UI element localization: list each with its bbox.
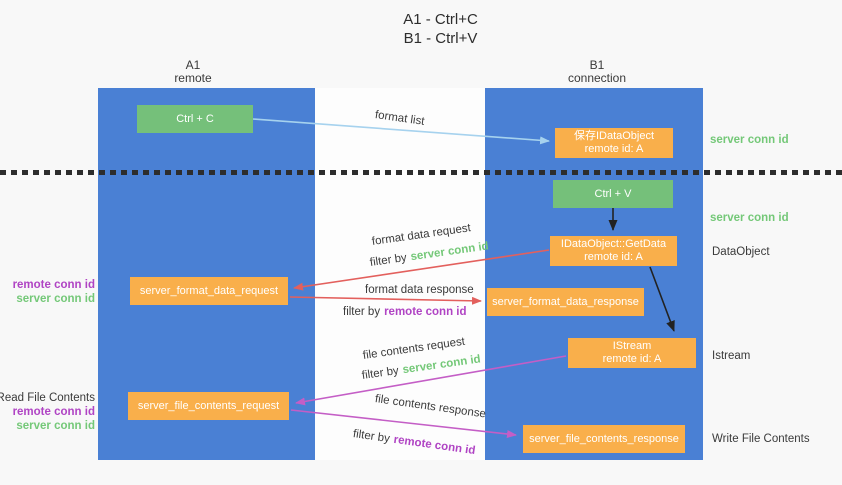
format-response-label: server_format_data_response	[492, 295, 639, 308]
label-format-data-response: format data response	[365, 284, 474, 296]
diagram-title: A1 - Ctrl+C B1 - Ctrl+V	[358, 10, 523, 48]
ctrl-v-box: Ctrl + V	[553, 180, 673, 208]
left-remote-conn-id-1: remote conn id	[12, 279, 95, 291]
label-istream: Istream	[712, 350, 751, 362]
getdata-box: IDataObject::GetData remote id: A	[550, 236, 677, 266]
right-server-conn-id-2: server conn id	[710, 212, 789, 224]
getdata-line2: remote id: A	[584, 251, 643, 263]
right-server-conn-id-1: server conn id	[710, 134, 789, 146]
save-idataobject-box: 保存IDataObject remote id: A	[555, 128, 673, 158]
format-request-box: server_format_data_request	[130, 277, 288, 305]
file-request-label: server_file_contents_request	[137, 399, 280, 412]
ctrl-v-label: Ctrl + V	[594, 187, 632, 200]
lifeline-a1-role: remote	[174, 71, 212, 85]
left-remote-conn-id-2: remote conn id	[12, 406, 95, 418]
format-response-box: server_format_data_response	[487, 288, 644, 316]
ctrl-c-label: Ctrl + C	[176, 112, 214, 125]
file-response-label: server_file_contents_response	[529, 432, 679, 445]
file-response-box: server_file_contents_response	[523, 425, 685, 453]
save-idataobject-line2: remote id: A	[584, 143, 644, 155]
left-server-conn-id-1: server conn id	[16, 293, 95, 305]
lifeline-a1-name: A1	[185, 58, 201, 72]
left-read-block: Read File Contents remote conn id server…	[0, 391, 95, 433]
file-request-box: server_file_contents_request	[128, 392, 289, 420]
label-read-file-contents: Read File Contents	[0, 392, 95, 404]
ctrl-c-box: Ctrl + C	[137, 105, 253, 133]
left-server-conn-id-2: server conn id	[16, 420, 95, 432]
istream-line2: remote id: A	[602, 353, 662, 365]
copy-paste-separator-line	[0, 170, 842, 175]
istream-box: IStream remote id: A	[568, 338, 696, 368]
left-conn-id-block-1: remote conn id server conn id	[13, 278, 95, 306]
diagram-title-line2: B1 - Ctrl+V	[403, 30, 478, 47]
lifeline-b1-name: B1	[589, 58, 605, 72]
getdata-line1: IDataObject::GetData	[560, 238, 667, 250]
diagram-title-line1: A1 - Ctrl+C	[403, 11, 478, 28]
label-write-file-contents: Write File Contents	[712, 433, 810, 445]
lifeline-header-b1: B1 connection	[537, 59, 657, 85]
lifeline-header-a1: A1 remote	[133, 59, 253, 85]
istream-line1: IStream	[612, 340, 652, 352]
save-idataobject-line1: 保存IDataObject	[573, 130, 655, 142]
label-dataobject: DataObject	[712, 246, 770, 258]
format-request-label: server_format_data_request	[139, 284, 279, 297]
lifeline-b1-role: connection	[567, 71, 627, 85]
